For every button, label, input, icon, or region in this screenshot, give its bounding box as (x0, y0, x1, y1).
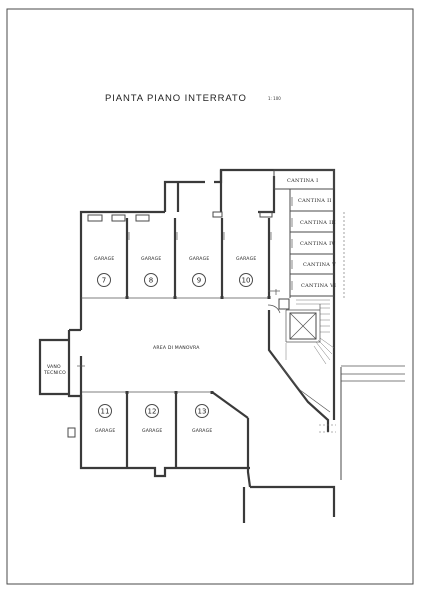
garage-number: 13 (198, 408, 207, 416)
garage-top-partitions (81, 218, 272, 299)
cantina-label: CANTINA VI (301, 283, 336, 289)
column-block (259, 211, 273, 218)
sheet-frame (6, 8, 414, 585)
column-block (278, 298, 290, 310)
garage-number: 9 (197, 277, 201, 285)
vent (135, 214, 150, 222)
garage-9: GARAGE 9 (189, 256, 209, 287)
garage-label: GARAGE (94, 256, 114, 262)
column-block (67, 427, 76, 438)
garage-label: GARAGE (192, 428, 212, 434)
cantina-label: CANTINA V (303, 262, 336, 268)
garage-8: GARAGE 8 (141, 256, 161, 287)
column-block (212, 211, 223, 218)
garage-13: 13 GARAGE (192, 404, 212, 434)
garage-number: 11 (101, 408, 110, 416)
garage-number: 8 (149, 277, 153, 285)
door-swing (267, 304, 281, 314)
garage-7: GARAGE 7 (94, 256, 114, 287)
garage-label: GARAGE (142, 428, 162, 434)
cantine-block (273, 169, 345, 300)
cantina-label: CANTINA II (298, 198, 332, 204)
garage-12: 12 GARAGE (142, 404, 162, 434)
garage-number: 12 (148, 408, 157, 416)
vent (87, 214, 103, 222)
vent (111, 214, 126, 222)
garage-label: GARAGE (236, 256, 256, 262)
cantina-label: CANTINA I (287, 178, 318, 184)
stairwell (285, 299, 335, 365)
garage-11: 11 GARAGE (95, 404, 115, 434)
garage-number: 7 (102, 277, 106, 285)
garage-bottom-partitions (81, 391, 249, 468)
vano-tecnico-label-2: TECNICO (43, 370, 66, 376)
garage-10: GARAGE 10 (236, 256, 256, 287)
garage-number: 10 (242, 277, 251, 285)
plan-title: PIANTA PIANO INTERRATO (105, 93, 247, 104)
garage-label: GARAGE (189, 256, 209, 262)
area-manovra-label: AREA DI MANOVRA (153, 345, 200, 351)
plan-scale: 1: 100 (268, 96, 281, 101)
cantina-label: CANTINA III (300, 220, 336, 226)
garage-label: GARAGE (141, 256, 161, 262)
cantina-label: CANTINA IV (300, 241, 335, 247)
garage-label: GARAGE (95, 428, 115, 434)
vano-tecnico-label-1: VANO (47, 364, 61, 370)
